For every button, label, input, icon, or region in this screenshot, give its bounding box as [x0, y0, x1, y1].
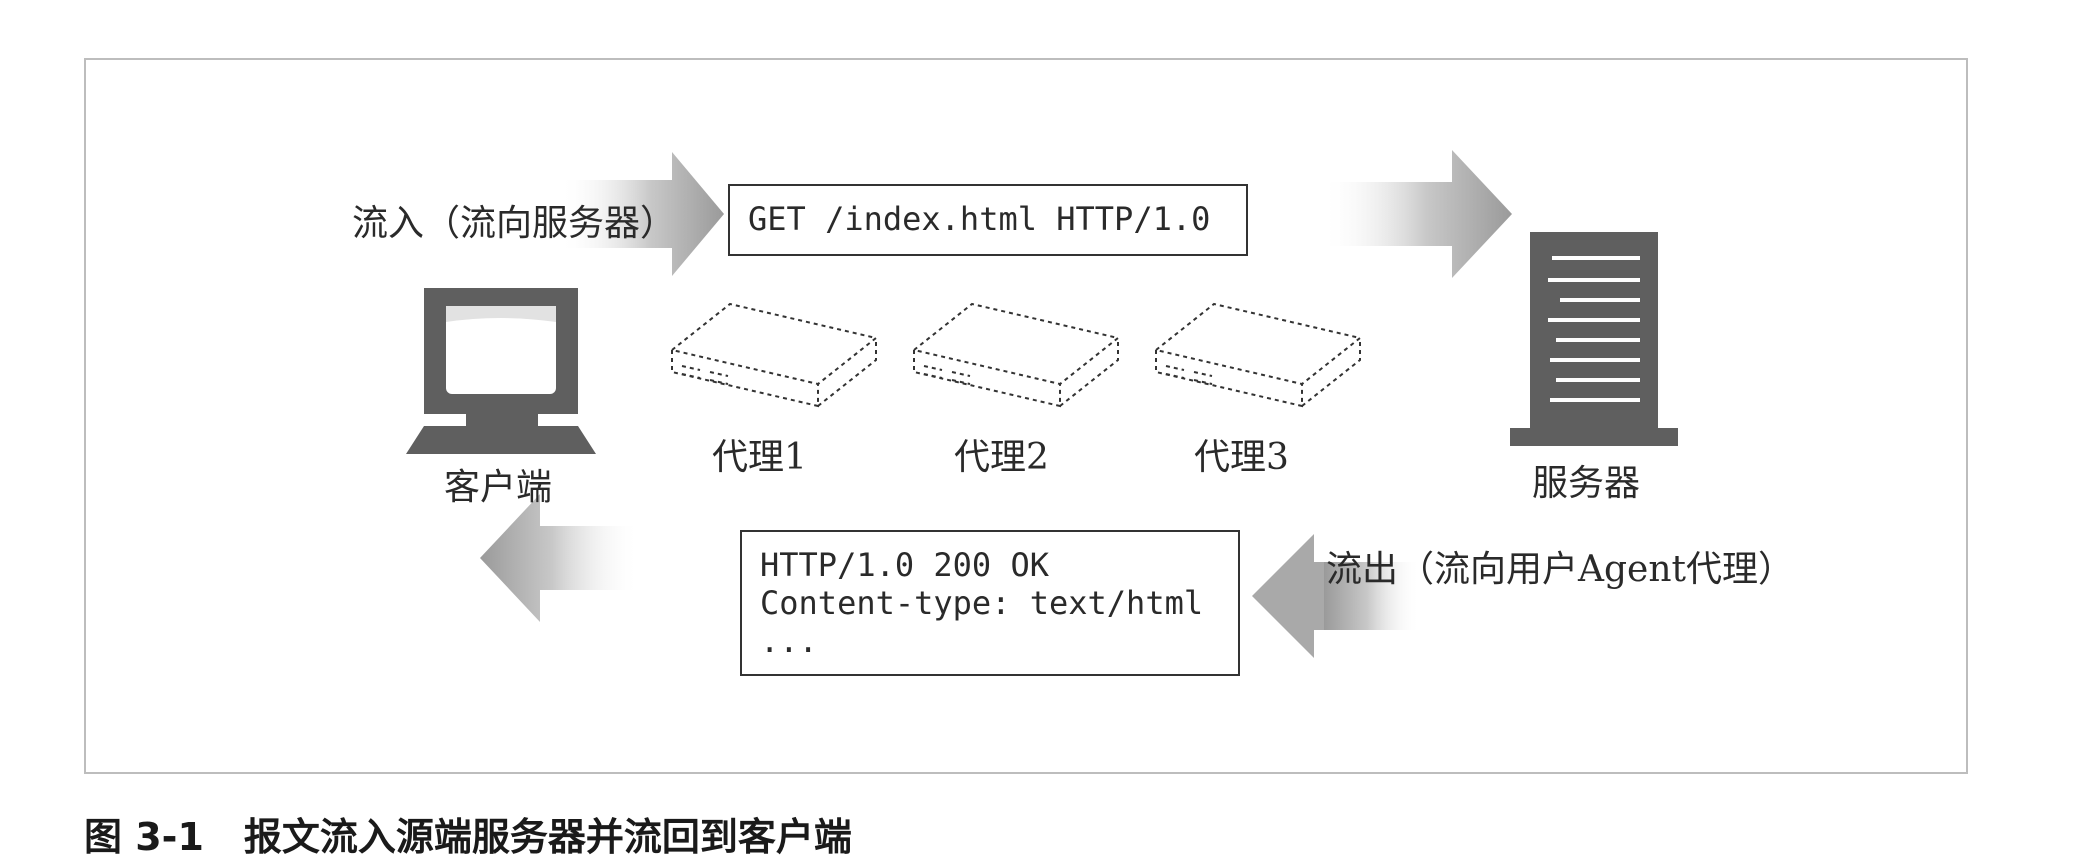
server-label: 服务器	[1532, 463, 1641, 504]
response-status-line: HTTP/1.0 200 OK	[760, 546, 1049, 584]
inflow-label: 流入（流向服务器）	[352, 203, 677, 244]
proxy-box-2-icon	[911, 302, 1121, 408]
figure-caption: 图 3-1 报文流入源端服务器并流回到客户端	[84, 806, 852, 861]
proxy-box-1-icon	[669, 302, 879, 408]
response-message-box: HTTP/1.0 200 OK Content-type: text/html …	[740, 530, 1240, 676]
proxy-2-label: 代理2	[954, 437, 1049, 478]
inflow-arrow-icon	[560, 152, 724, 276]
proxy-1-label: 代理1	[712, 437, 807, 478]
client-computer-icon	[406, 288, 596, 454]
to-client-arrow-icon	[480, 494, 640, 622]
response-header-line: Content-type: text/html	[760, 584, 1204, 622]
request-message-box: GET /index.html HTTP/1.0	[728, 184, 1248, 256]
outflow-arrow-tail	[1324, 562, 1420, 630]
proxy-3-label: 代理3	[1194, 437, 1289, 478]
outflow-arrow-icon	[1252, 534, 1324, 658]
to-server-arrow-icon	[1322, 150, 1512, 278]
request-line: GET /index.html HTTP/1.0	[748, 200, 1211, 238]
server-tower-icon	[1510, 232, 1678, 446]
proxy-box-3-icon	[1153, 302, 1363, 408]
response-ellipsis-line: ...	[760, 622, 818, 660]
client-label: 客户端	[444, 467, 553, 508]
figure-number: 图 3-1	[84, 815, 204, 859]
figure-caption-text: 报文流入源端服务器并流回到客户端	[243, 815, 852, 859]
outflow-label: 流出（流向用户Agent代理）	[1326, 549, 1795, 590]
